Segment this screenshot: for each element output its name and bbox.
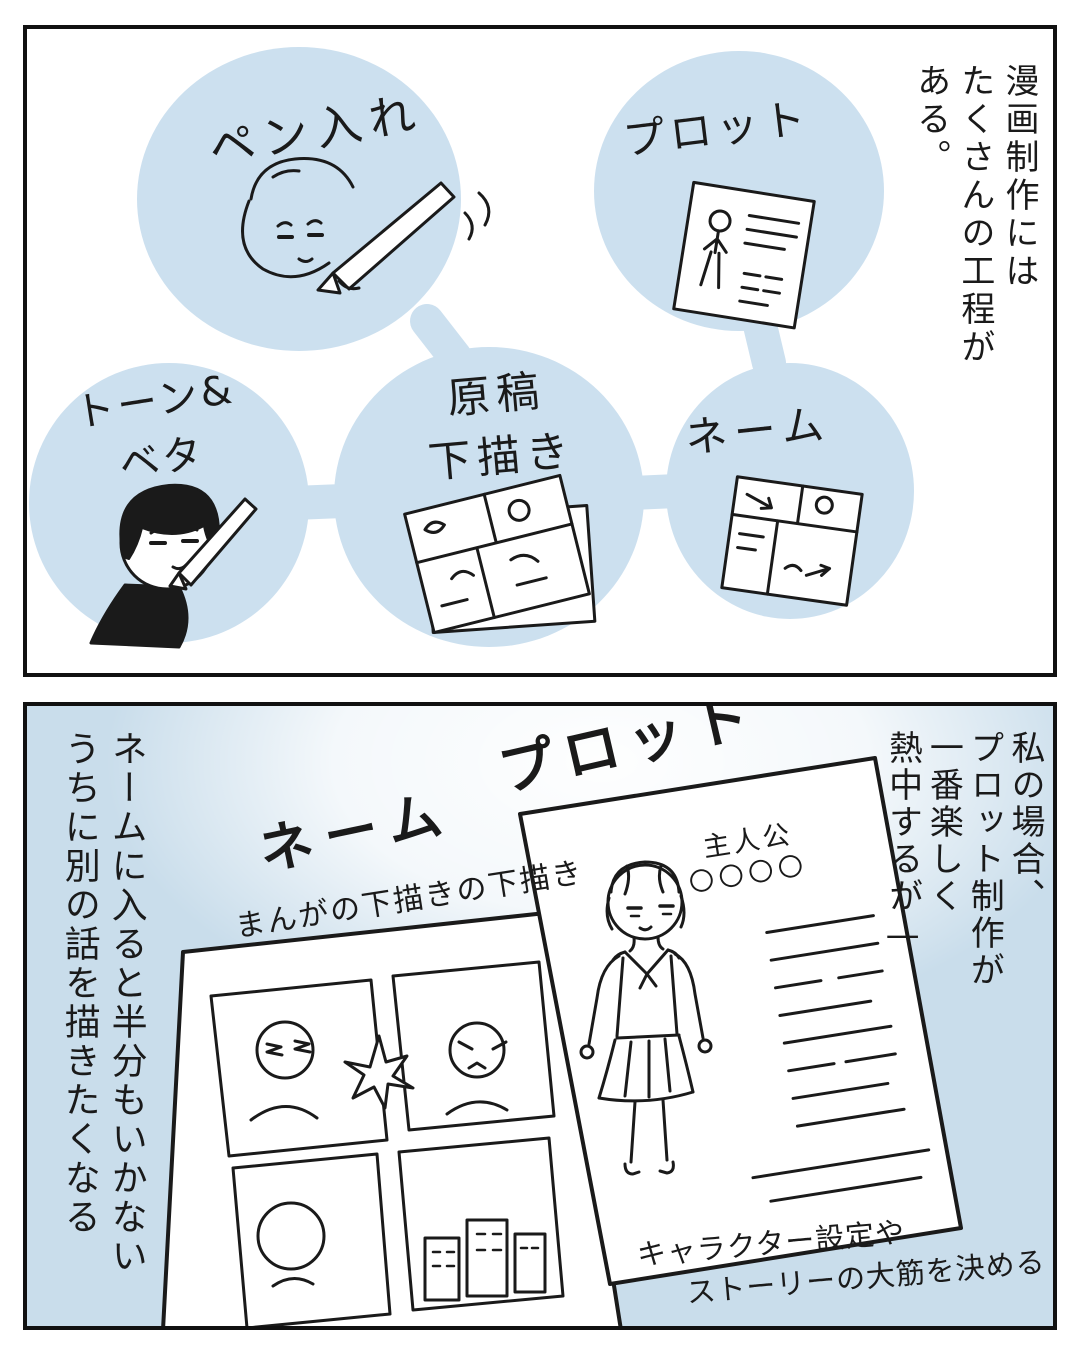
panel1-artwork <box>29 47 914 649</box>
plot-girl-sketch <box>579 860 713 1176</box>
caption-line: 熱中するが— <box>882 730 923 958</box>
plot-text-lines <box>751 914 931 1203</box>
inking-girl-sketch <box>241 157 491 295</box>
name-page-sketch <box>720 475 864 607</box>
panel2-caption-right: 私の場合、 プロット制作が 一番楽しく 熱中するが— <box>882 730 1045 989</box>
panel-top: 漫画制作には たくさんの工程が ある。 ペン入れ プロット トーン& ベタ 原稿… <box>23 25 1057 677</box>
name-draft-paper-sketch <box>161 910 623 1326</box>
caption-line: 私の場合、 <box>1005 730 1045 915</box>
plot-page-sketch <box>672 180 816 330</box>
panel1-caption: 漫画制作には たくさんの工程が ある。 <box>908 63 1041 367</box>
caption-line: 漫画制作には <box>999 63 1039 291</box>
panel-bottom: 私の場合、 プロット制作が 一番楽しく 熱中するが— ネームに入ると半分もいかな… <box>23 702 1057 1330</box>
caption-line: 一番楽しく <box>923 730 964 915</box>
panel2-caption-left: ネームに入ると半分もいかない うちに別の話を描きたくなる <box>55 730 149 1276</box>
caption-line: プロット制作が <box>964 730 1005 989</box>
bubble-label-draft: 原稿 下描き <box>394 352 604 493</box>
panel2-artwork <box>161 756 963 1326</box>
bubble-connectors <box>276 304 786 520</box>
tone-girl-sketch <box>89 483 258 649</box>
draft-page-sketch <box>403 473 597 635</box>
caption-line: たくさんの工程が <box>954 63 995 367</box>
caption-line: ネームに入ると半分もいかない <box>105 730 147 1276</box>
caption-line: うちに別の話を描きたくなる <box>58 730 100 1237</box>
caption-line: ある。 <box>910 63 951 177</box>
